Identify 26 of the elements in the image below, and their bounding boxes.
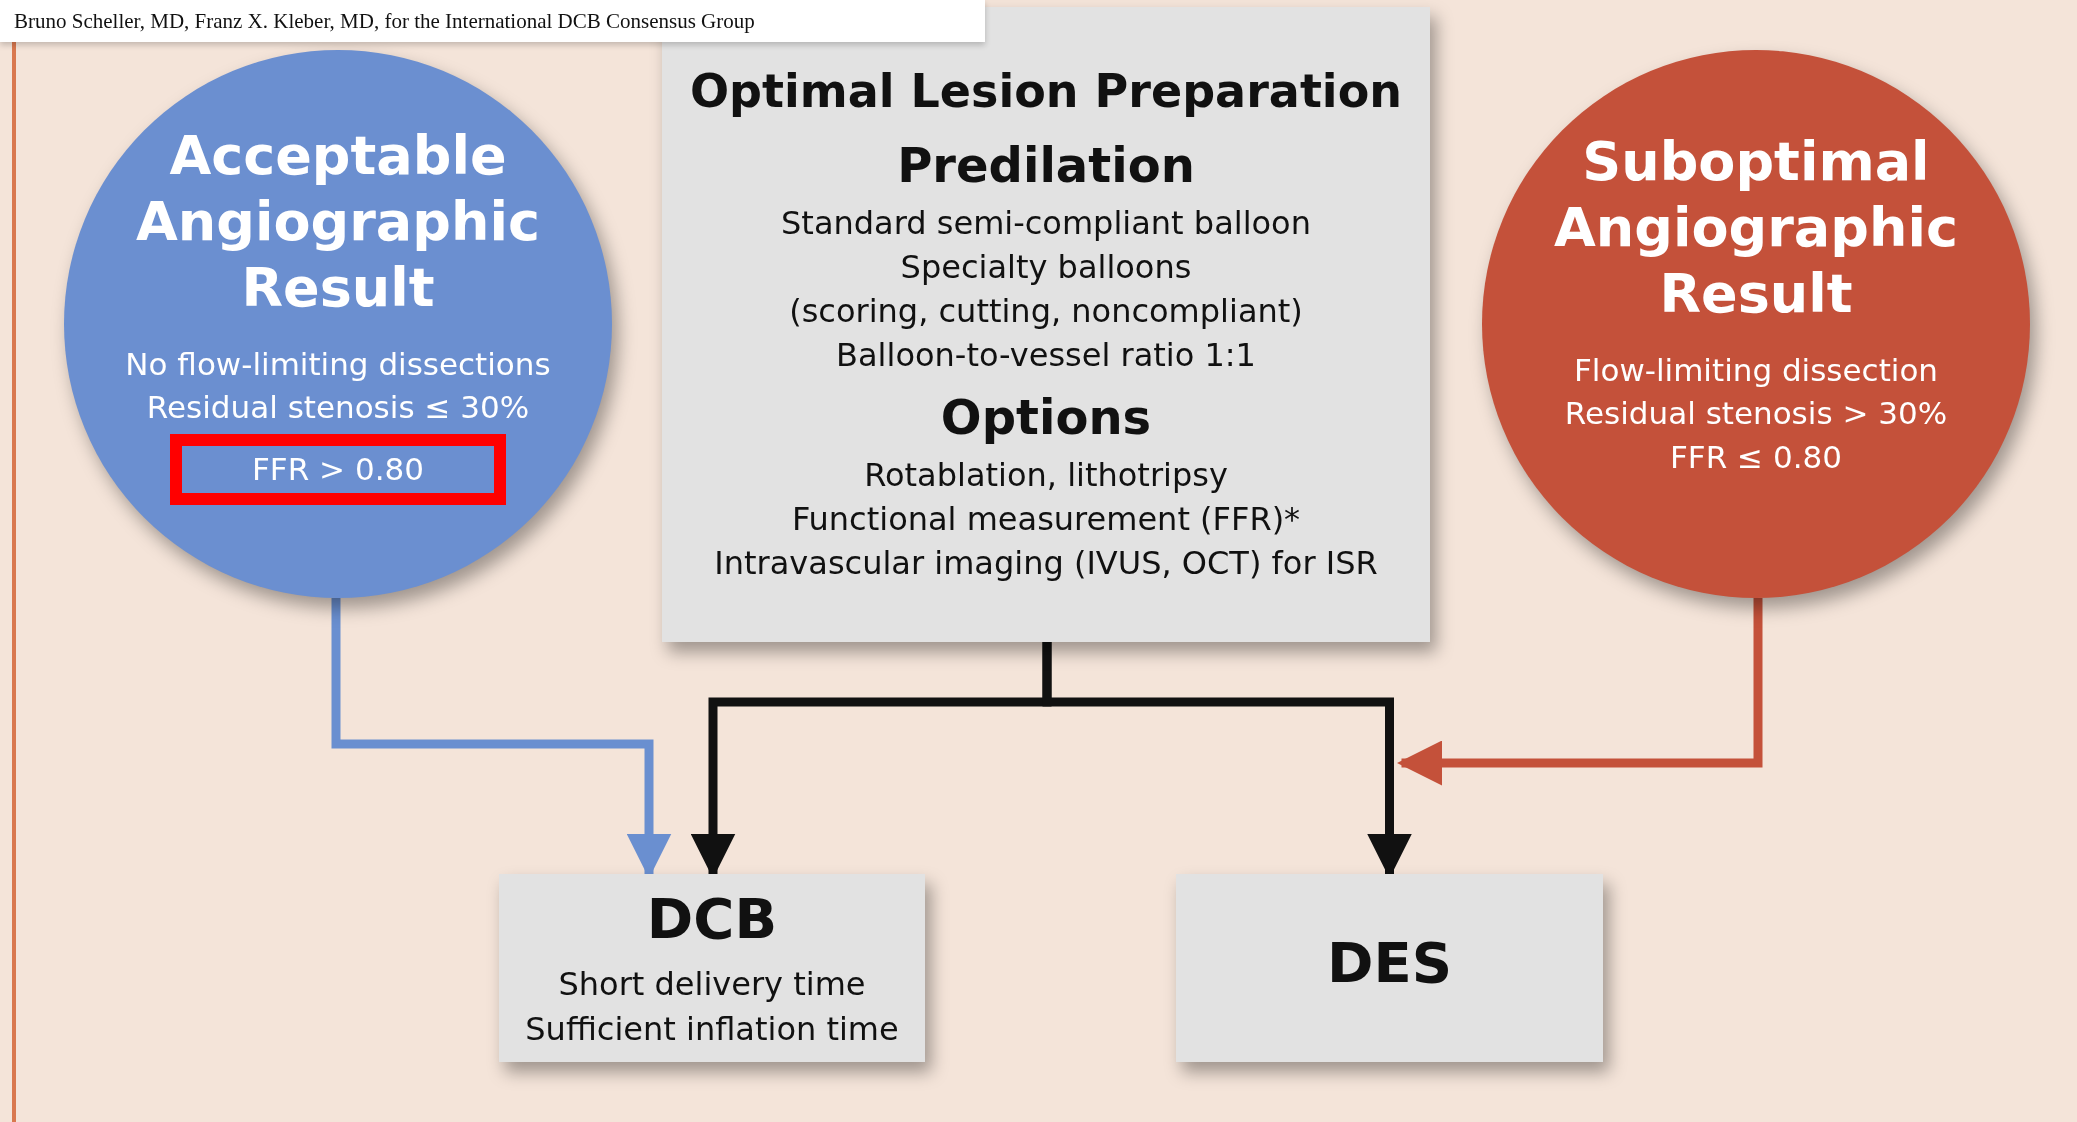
node-title: DCB [646,885,778,953]
node-text: Intravascular imaging (IVUS, OCT) for ISR [714,543,1378,585]
node-text: Predilation [897,136,1195,195]
arrow [1397,598,1763,786]
node-text: Flow-limiting dissection [1574,350,1938,390]
node-text: Residual stenosis ≤ 30% [146,388,530,428]
outcome-box [1176,874,1603,1062]
node-text: Residual stenosis > 30% [1564,394,1948,434]
node-text: Short delivery time [558,964,866,1006]
node-text: Balloon-to-vessel ratio 1:1 [836,335,1256,376]
node-text: No flow-limiting dissections [125,344,551,384]
node-text: Specialty balloons [900,246,1192,288]
node-text: Sufficient inflation time [525,1008,899,1050]
highlighted-text: FFR > 0.80 [170,433,506,505]
node-text: Standard semi-compliant balloon [781,202,1311,244]
node-title: Optimal Lesion Preparation [690,63,1402,119]
node-text: Options [940,389,1152,447]
node-title: Suboptimal Angiographic Result [1553,129,1959,327]
node-text: Rotablation, lithotripsy [864,454,1228,496]
outcome-box [499,874,925,1062]
node-title: DES [1326,929,1453,997]
node-title: Acceptable Angiographic Result [135,123,541,321]
node-text: Functional measurement (FFR)* [791,498,1301,540]
author-line: Bruno Scheller, MD, Franz X. Kleber, MD, for the International DCB Consensus Group [14,8,755,34]
node-text: (scoring, cutting, noncompliant) [789,290,1303,332]
node-text: FFR ≤ 0.80 [1670,437,1842,477]
